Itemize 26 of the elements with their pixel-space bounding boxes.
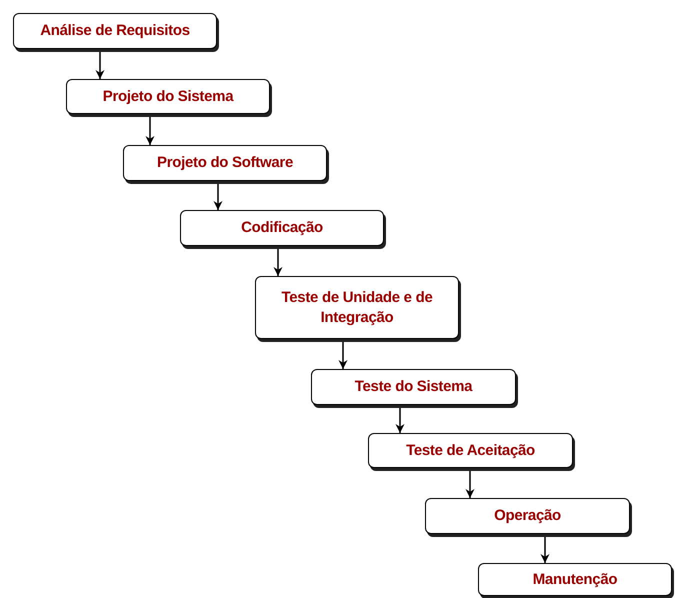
step-label: Teste de Unidade e de Integração	[280, 288, 434, 327]
process-box	[425, 498, 630, 534]
step-label: Análise de Requisitos	[39, 21, 191, 41]
arrow	[338, 342, 348, 369]
arrow	[274, 249, 282, 276]
process-box	[180, 210, 384, 246]
step-label: Operação	[493, 506, 562, 526]
process-box	[66, 79, 270, 114]
step-label: Projeto do Software	[156, 153, 294, 173]
arrow	[396, 408, 404, 433]
arrow	[214, 184, 222, 210]
step-label: Teste do Sistema	[354, 377, 474, 397]
process-box	[311, 369, 516, 405]
arrow	[540, 537, 550, 563]
arrow	[96, 52, 104, 79]
arrow	[146, 117, 154, 145]
step-label: Manutenção	[532, 570, 618, 590]
process-box	[123, 145, 327, 181]
process-box	[13, 13, 217, 49]
step-label: Codificação	[240, 218, 324, 238]
process-box	[255, 276, 459, 339]
arrow	[466, 471, 474, 498]
step-label: Teste de Aceitação	[405, 440, 536, 460]
process-box	[368, 433, 573, 468]
process-box	[478, 563, 672, 596]
step-label: Projeto do Sistema	[102, 86, 235, 106]
